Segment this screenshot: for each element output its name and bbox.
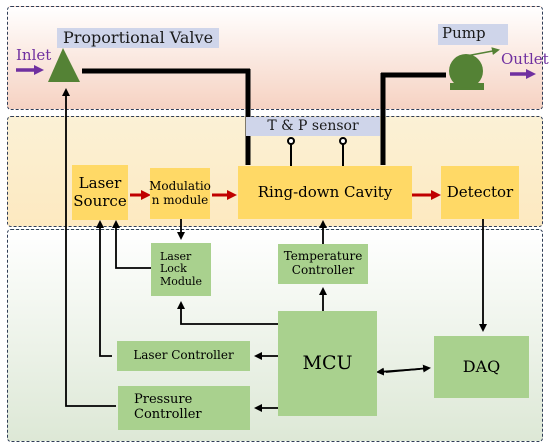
inlet-label: Inlet (16, 46, 52, 64)
modulation-module-block: Modulatio n module (149, 168, 211, 219)
pressure-controller-block: Pressure Controller (118, 386, 250, 430)
sensor-probes (287, 137, 347, 166)
proportional-valve-label: Proportional Valve (57, 28, 220, 48)
laser-lock-module-block: Laser Lock Module (151, 243, 211, 296)
mcu-block: MCU (278, 311, 377, 416)
laser-source-block: Laser Source (72, 165, 128, 220)
pump-icon (449, 47, 500, 90)
daq-block: DAQ (434, 336, 529, 398)
ring-down-cavity-block: Ring-down Cavity (238, 166, 412, 219)
gas-path-zone (7, 6, 543, 110)
laser-controller-block: Laser Controller (117, 341, 250, 371)
outlet-label: Outlet (501, 50, 549, 68)
detector-block: Detector (441, 166, 519, 219)
tp-sensor-label: T & P sensor (246, 117, 380, 136)
pump-label: Pump (438, 24, 508, 45)
temperature-controller-block: Temperature Controller (278, 244, 368, 284)
proportional-valve-icon (48, 48, 80, 82)
